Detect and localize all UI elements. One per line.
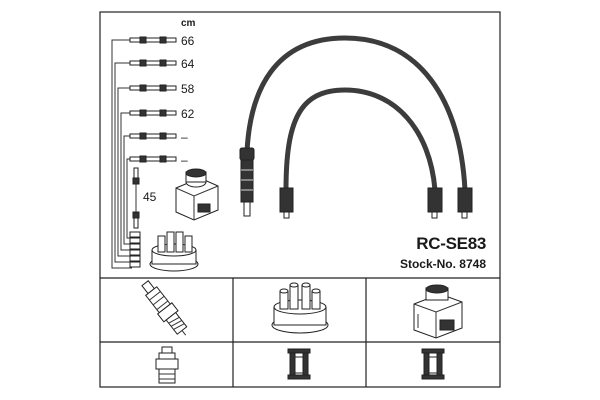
spark-plug-icon — [141, 280, 188, 336]
lead-3-length: 58 — [181, 82, 195, 96]
ignition-coil-small-icon — [175, 168, 219, 221]
cable-set-illustration — [239, 35, 473, 219]
distributor-cap-icon — [271, 282, 329, 334]
distributor-cap-small-icon — [149, 231, 199, 272]
lead-1-symbol — [129, 36, 177, 44]
distributor-connector-icon — [287, 348, 311, 380]
stock-number: Stock-No. 8748 — [400, 257, 486, 271]
lead-5-length: – — [181, 130, 188, 144]
product-model: RC-SE83 — [416, 234, 486, 253]
coil-lead-length: 45 — [143, 190, 157, 204]
lead-2-length: 64 — [181, 57, 195, 71]
lead-6-length: – — [181, 153, 188, 167]
terminal-stack — [129, 231, 141, 268]
ignition-coil-icon — [413, 284, 463, 339]
lead-3-symbol — [129, 84, 177, 92]
lead-2-symbol — [129, 59, 177, 67]
straight-plug-connector-icon — [155, 346, 179, 384]
lead-5-symbol — [129, 132, 177, 140]
unit-label: cm — [181, 18, 196, 29]
lead-4-length: 62 — [181, 107, 195, 121]
lead-list-schematic — [111, 39, 132, 269]
lead-1-length: 66 — [181, 34, 195, 48]
lead-4-symbol — [129, 109, 177, 117]
lead-6-symbol — [129, 155, 177, 163]
coil-connector-icon — [421, 348, 445, 380]
coil-lead-symbol — [132, 167, 140, 229]
